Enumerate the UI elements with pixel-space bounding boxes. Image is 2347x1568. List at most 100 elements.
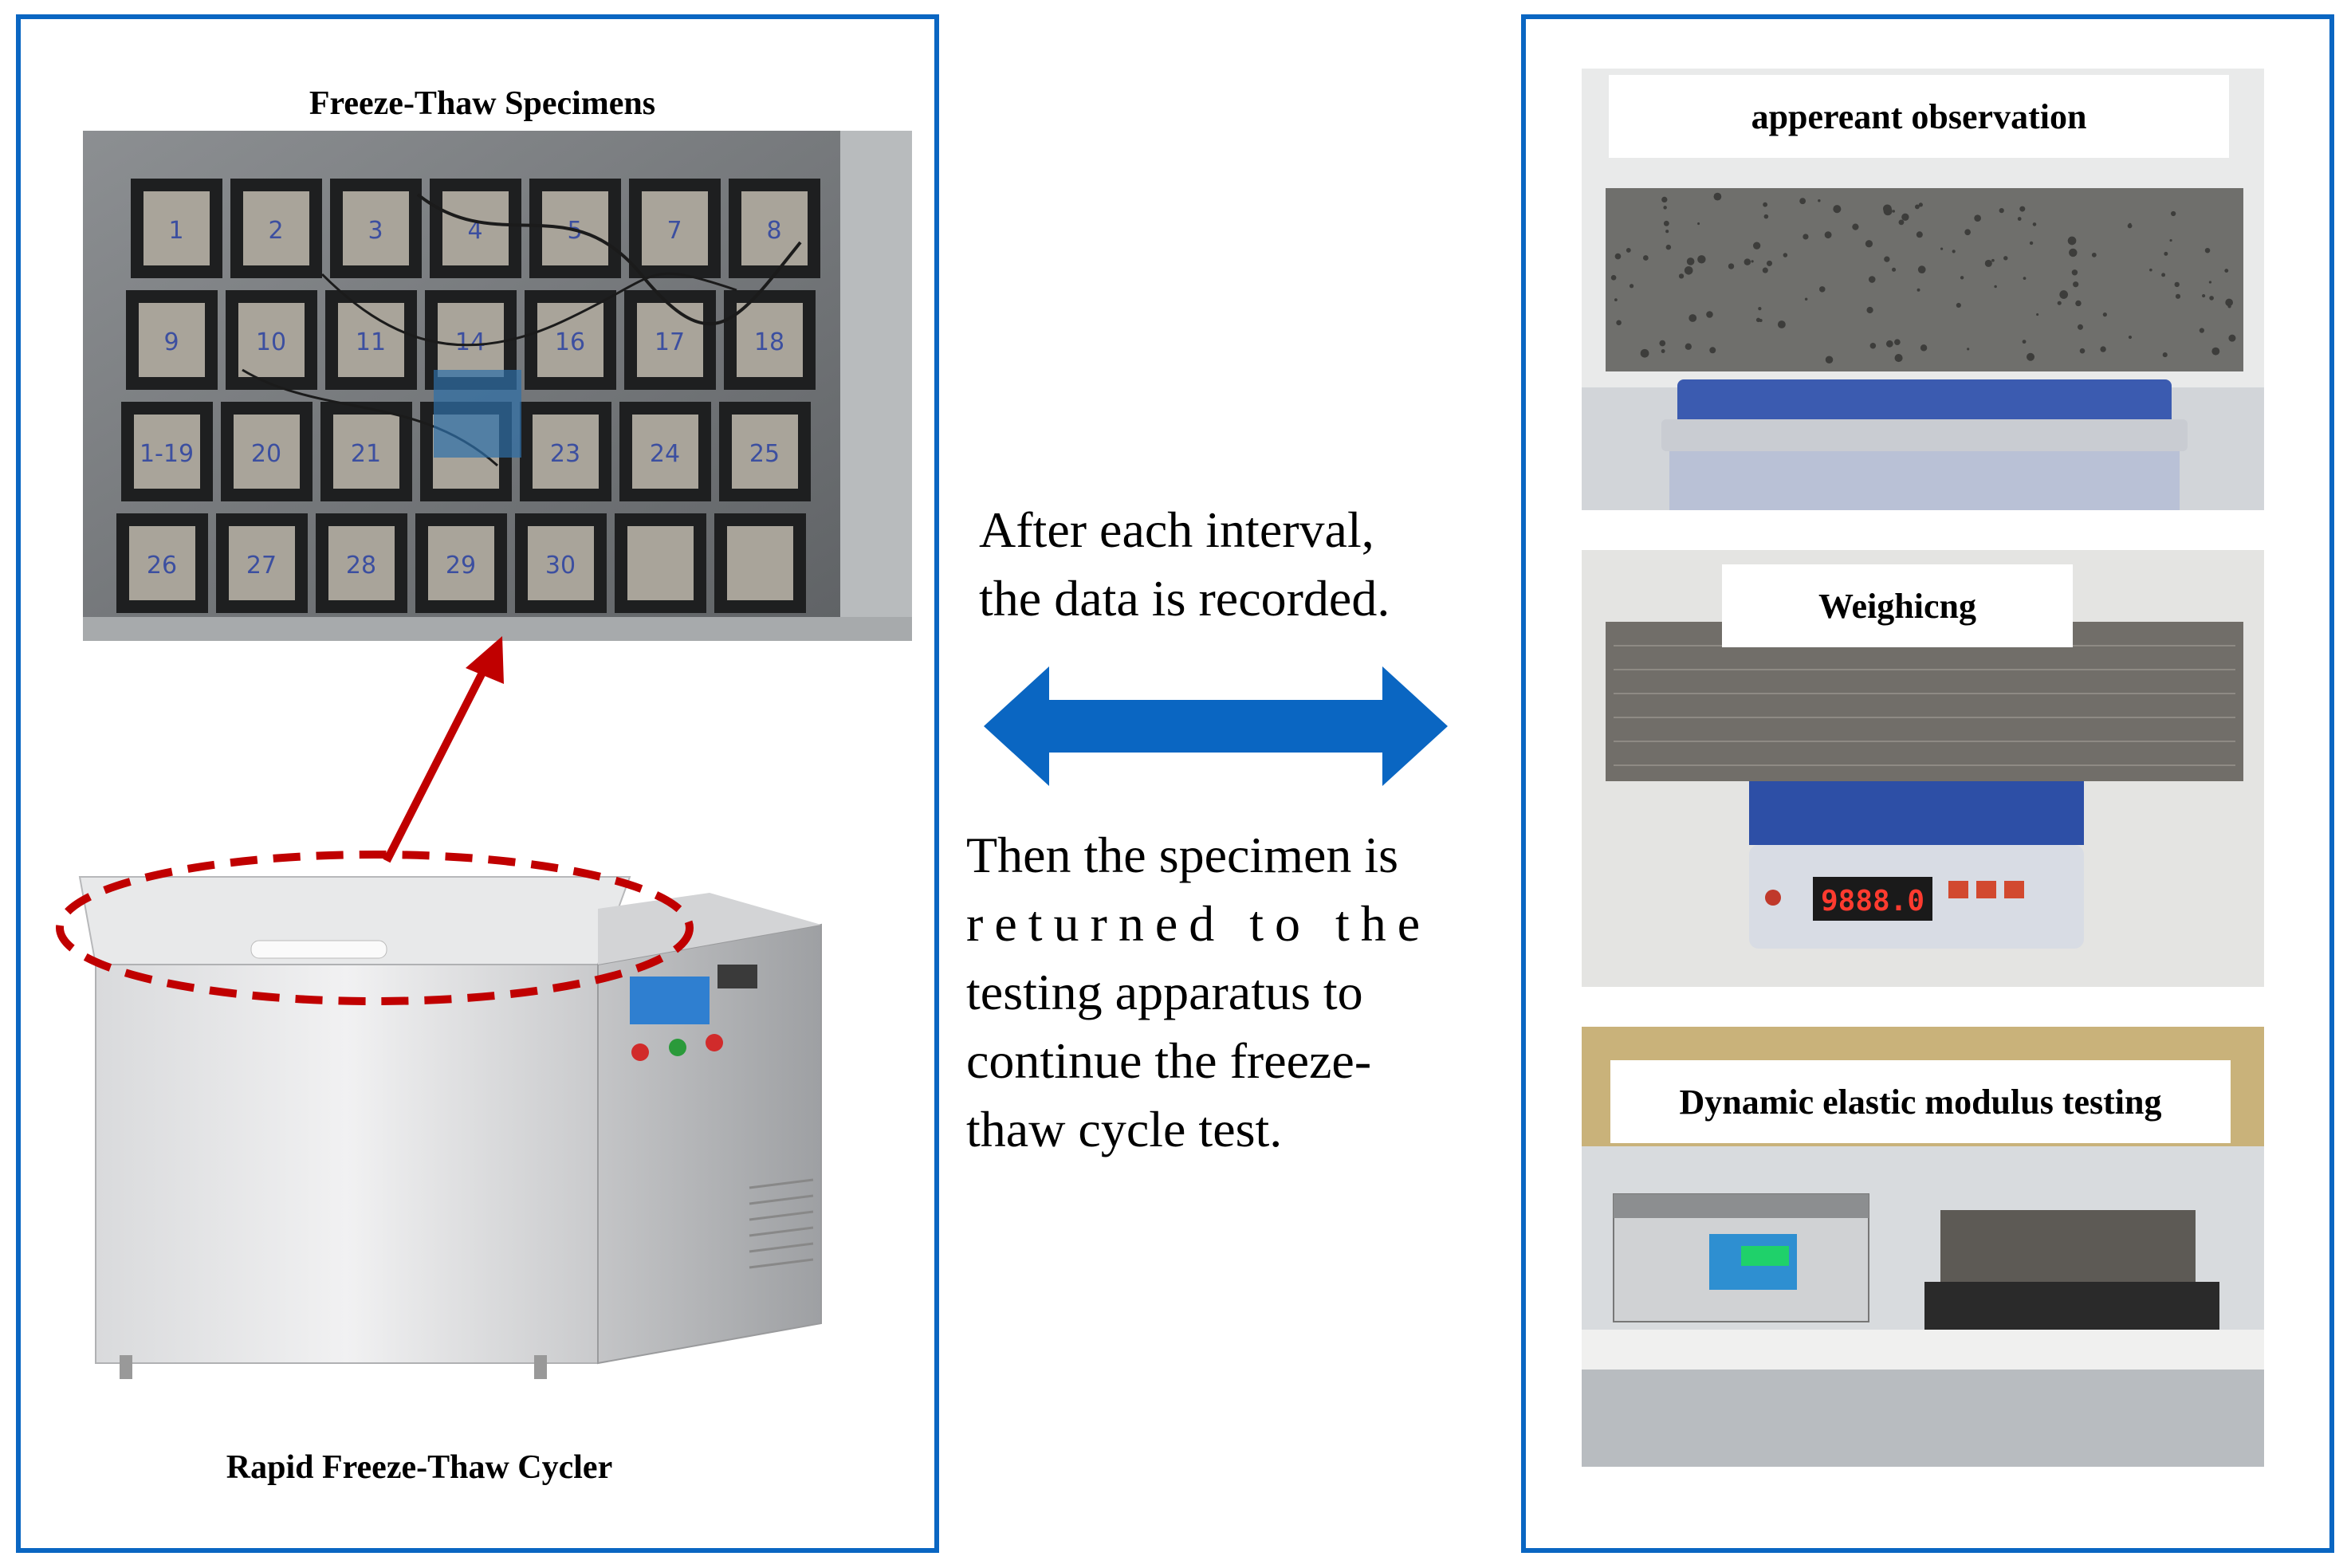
concrete-pore <box>2077 324 2083 330</box>
concrete-pore <box>2224 269 2229 273</box>
concrete-pore <box>1777 320 1786 328</box>
concrete-pore <box>2069 248 2078 257</box>
concrete-pore <box>1697 222 1700 226</box>
specimen-block <box>741 191 808 265</box>
concrete-pore <box>1952 250 1956 253</box>
concrete-pore <box>1803 234 1809 240</box>
concrete-pore <box>2003 256 2008 261</box>
concrete-pore <box>1884 256 1890 262</box>
interval-line-2: the data is recorded. <box>979 570 1390 627</box>
specimen-number: 30 <box>545 552 576 580</box>
specimen-number: 3 <box>368 217 383 245</box>
concrete-pore <box>2127 223 2133 229</box>
cycler-caption: Rapid Freeze-Thaw Cycler <box>226 1449 613 1486</box>
concrete-pore <box>1763 202 1768 207</box>
concrete-pore <box>2091 252 2097 257</box>
concrete-pore <box>1901 213 1909 221</box>
concrete-pore <box>2149 268 2152 272</box>
specimens-title: Freeze-Thaw Specimens <box>309 85 656 122</box>
concrete-pore <box>2161 273 2166 277</box>
concrete-pore <box>1766 260 1773 266</box>
concrete-pore <box>2023 277 2027 281</box>
concrete-pore <box>2079 348 2086 354</box>
concrete-pore <box>1967 348 1970 351</box>
specimen-number: 26 <box>147 552 177 580</box>
concrete-pore <box>1614 253 1622 260</box>
specimen-block <box>143 191 210 265</box>
specimen-number: 28 <box>346 552 376 580</box>
concrete-pore <box>1706 311 1713 318</box>
concrete-pore <box>1678 273 1685 279</box>
concrete-pore <box>1866 306 1873 314</box>
concrete-pore <box>1697 255 1706 264</box>
specimen-number: 24 <box>650 440 680 468</box>
concrete-pore <box>1852 223 1859 230</box>
specimen-block <box>229 526 295 600</box>
concrete-pore <box>1960 276 1964 280</box>
concrete-pore <box>1763 214 1769 219</box>
concrete-pore <box>1869 342 1877 349</box>
concrete-pore <box>1892 210 1895 213</box>
red-pointer-arrow <box>383 636 504 863</box>
return-line-5: thaw cycle test. <box>966 1101 1283 1157</box>
concrete-pore <box>2032 222 2037 226</box>
specimen-block <box>442 191 509 265</box>
concrete-pore <box>2100 346 2106 352</box>
concrete-pore <box>1663 220 1669 226</box>
concrete-pore <box>2227 305 2231 308</box>
specimen-block <box>428 526 494 600</box>
concrete-pore <box>2057 301 2062 305</box>
concrete-pore <box>1614 298 1618 302</box>
concrete-pore <box>1799 198 1806 205</box>
return-line-2: returned to the <box>966 895 1432 952</box>
concrete-pore <box>1916 231 1923 238</box>
concrete-pore <box>1685 343 1692 350</box>
specimen-number: 8 <box>766 217 781 245</box>
concrete-pore <box>1833 205 1842 214</box>
concrete-pore <box>1920 344 1928 352</box>
concrete-pore <box>2017 217 2022 221</box>
concrete-pore <box>2209 296 2214 301</box>
concrete-pore <box>1883 204 1892 214</box>
concrete-pore <box>2171 210 2176 217</box>
concrete-pore <box>1626 248 1631 253</box>
concrete-pore <box>1917 265 1926 274</box>
specimen-number: 16 <box>555 328 585 356</box>
specimen-number: 23 <box>550 440 580 468</box>
concrete-pore <box>1824 231 1832 239</box>
specimen-block <box>632 415 698 489</box>
specimen-number: 21 <box>351 440 381 468</box>
concrete-pore <box>2208 281 2212 284</box>
concrete-pore <box>1865 240 1873 248</box>
concrete-pore <box>1804 297 1808 301</box>
specimen-block <box>737 303 803 377</box>
specimen-block <box>732 415 798 489</box>
specimen-number: 1 <box>168 217 183 245</box>
concrete-pore <box>1689 314 1697 322</box>
specimen-block <box>238 303 305 377</box>
concrete-pore <box>2202 294 2206 298</box>
weighing-label: Weighicng <box>1722 564 2073 647</box>
concrete-pore <box>2174 281 2180 288</box>
specimen-number: 29 <box>446 552 476 580</box>
concrete-pore <box>2059 290 2069 299</box>
specimen-number: 17 <box>655 328 685 356</box>
specimen-block <box>533 415 599 489</box>
specimen-number: 4 <box>467 217 482 245</box>
interval-line-1: After each interval, <box>979 501 1374 558</box>
specimen-block <box>528 526 594 600</box>
concrete-pore <box>2175 293 2181 299</box>
concrete-pore <box>1917 288 1920 292</box>
concrete-pore <box>1642 255 1649 261</box>
concrete-pore <box>1818 199 1821 202</box>
concrete-pore <box>2029 241 2034 246</box>
concrete-pore <box>2211 347 2220 356</box>
concrete-pore <box>2071 269 2078 276</box>
concrete-pore <box>2164 251 2168 256</box>
concrete-pore <box>1758 306 1762 311</box>
specimen-block <box>234 415 300 489</box>
specimen-block <box>727 526 793 600</box>
specimen-block <box>438 303 504 377</box>
return-line-4: continue the freeze- <box>966 1032 1372 1089</box>
